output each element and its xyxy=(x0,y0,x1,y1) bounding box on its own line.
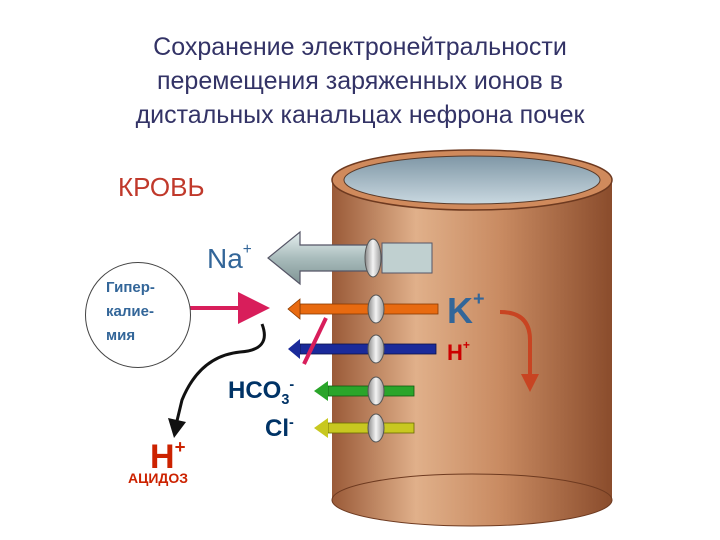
k-charge: + xyxy=(473,288,485,310)
h-out-symbol: H xyxy=(150,438,175,476)
hco3-charge: - xyxy=(289,377,295,393)
h-transporter xyxy=(367,334,385,364)
acidosis-label: АЦИДОЗ xyxy=(128,470,189,486)
tubule-cylinder xyxy=(331,149,613,527)
blood-label: КРОВЬ xyxy=(118,172,205,202)
h-inside-charge: + xyxy=(462,338,470,352)
hco3-label: HCO3- xyxy=(228,377,294,408)
na-symbol: Na xyxy=(207,243,243,274)
na-arrow xyxy=(267,230,433,286)
hco3-subscript: 3 xyxy=(281,391,290,408)
k-label: K+ xyxy=(447,288,485,332)
hyperkalemia-circle: Гипер- калие- мия xyxy=(85,262,191,368)
cl-symbol: Cl xyxy=(265,415,289,442)
hyperkalemia-line-3: мия xyxy=(106,327,136,344)
h-out-arrow xyxy=(174,323,266,426)
na-transporter xyxy=(364,238,382,278)
k-symbol: K xyxy=(447,290,473,331)
title-line-3: дистальных канальцах нефрона почек xyxy=(135,101,585,129)
na-label: Na+ xyxy=(207,241,252,275)
h-inside-label: H+ xyxy=(447,338,470,366)
title-line-2: перемещения заряженных ионов в xyxy=(156,67,564,95)
na-charge: + xyxy=(242,241,252,258)
cl-label: Cl- xyxy=(265,415,294,443)
hyperkalemia-line-1: Гипер- xyxy=(106,279,155,296)
k-secretion-arrow xyxy=(499,310,532,380)
h-out-charge: + xyxy=(174,436,186,457)
hyperkalemia-line-2: калие- xyxy=(106,303,154,320)
h-inside-symbol: H xyxy=(447,340,463,365)
cl-transporter xyxy=(367,413,385,443)
diagram-title: Сохранение электронейтральности перемеще… xyxy=(0,30,720,132)
inhibition-line xyxy=(302,317,328,365)
k-transporter xyxy=(367,294,385,324)
title-line-1: Сохранение электронейтральности xyxy=(153,33,567,61)
cl-charge: - xyxy=(289,415,294,431)
h-out-label: H+ xyxy=(150,436,186,477)
hco3-symbol: HCO xyxy=(228,377,282,404)
hco3-transporter xyxy=(367,376,385,406)
